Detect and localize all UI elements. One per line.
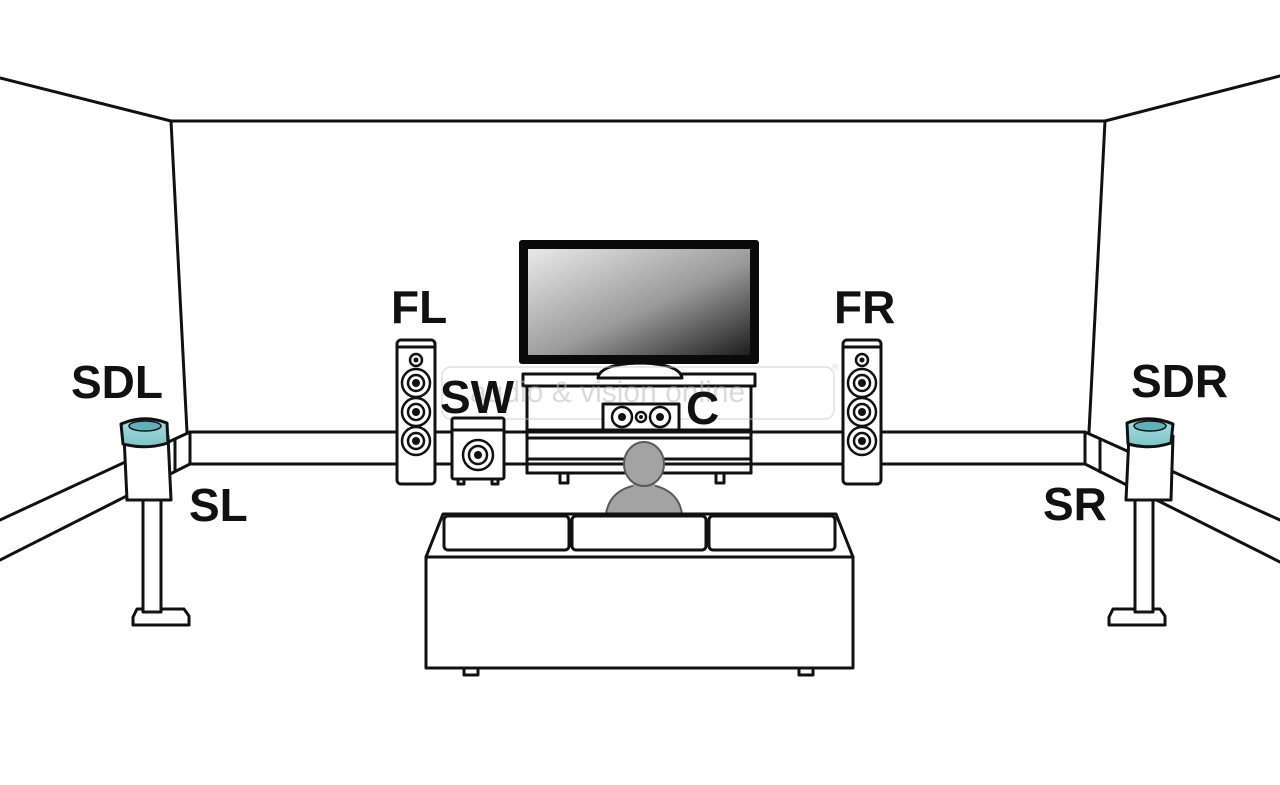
front-left-speaker — [395, 338, 437, 486]
front-right-speaker — [841, 338, 883, 486]
tv-screen — [528, 249, 750, 355]
label-front-left: FL — [391, 281, 447, 333]
label-surround-right: SR — [1043, 478, 1107, 530]
surround-right-speaker — [1107, 417, 1175, 627]
label-center: C — [686, 382, 719, 434]
center-speaker — [601, 402, 681, 432]
watermark-registered-mark: ® — [832, 362, 839, 372]
label-subwoofer: SW — [440, 371, 515, 423]
label-front-right: FR — [834, 281, 895, 333]
surround-left-speaker — [119, 417, 191, 627]
label-surround-dolby-left: SDL — [71, 356, 163, 408]
subwoofer — [450, 416, 506, 486]
listener-person — [604, 441, 684, 515]
sofa — [424, 512, 855, 677]
label-surround-dolby-right: SDR — [1131, 355, 1228, 407]
label-surround-left: SL — [189, 479, 248, 531]
television — [519, 240, 759, 380]
